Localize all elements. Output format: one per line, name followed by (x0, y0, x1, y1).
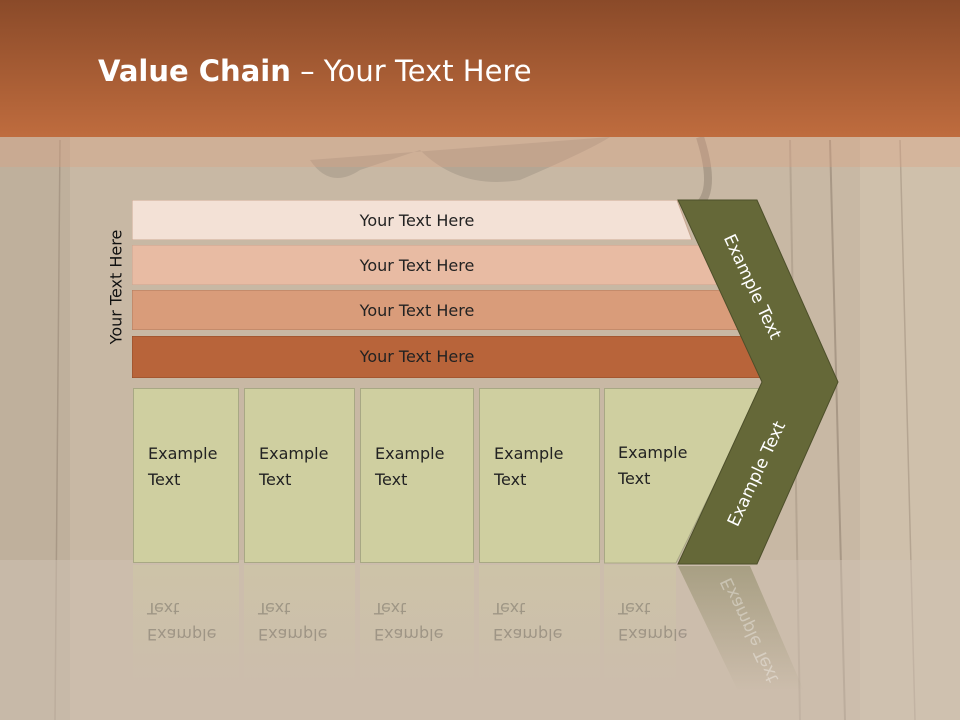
activity-box-5: Example Text (604, 388, 688, 563)
title-bold: Value Chain (98, 54, 291, 88)
reflection-box-5-label: Example Text (618, 599, 688, 644)
activity-box-2: Example Text (244, 388, 355, 563)
reflection-box-1: Example Text (133, 565, 239, 685)
activity-box-5-label: Example Text (618, 443, 688, 488)
reflection-box-5: Example Text (604, 565, 687, 685)
activity-box-5-shape (604, 388, 763, 564)
support-bar-1-label: Your Text Here (359, 210, 475, 230)
reflection-box-2: Example Text (244, 565, 355, 685)
support-bar-1-shape (132, 200, 693, 240)
activity-box-4-label: Example Text (494, 444, 564, 489)
header-banner (0, 0, 960, 137)
activity-box-1: Example Text (133, 388, 239, 563)
support-bar-4-label: Your Text Here (359, 346, 475, 366)
reflection-box-2-label: Example Text (258, 599, 328, 644)
page-title: Value Chain – Your Text Here (98, 54, 532, 88)
support-bar-2-shape (132, 245, 718, 285)
activity-box-4: Example Text (479, 388, 600, 563)
activity-box-3-label: Example Text (375, 444, 445, 489)
reflection-box-4: Example Text (479, 565, 600, 685)
activity-box-2-label: Example Text (259, 444, 329, 489)
activity-box-3: Example Text (360, 388, 474, 563)
support-bar-3-shape (132, 290, 740, 330)
activity-box-1-label: Example Text (148, 444, 218, 489)
title-rest: – Your Text Here (290, 54, 532, 88)
chevron-shape (677, 199, 839, 565)
margin-chevron (677, 199, 839, 565)
support-bar-3-label: Your Text Here (359, 300, 475, 320)
reflection-box-3-label: Example Text (374, 599, 444, 644)
reflection-box-3: Example Text (360, 565, 474, 685)
reflection-chevron (678, 566, 804, 691)
header-band (0, 137, 960, 167)
vertical-label-text: Your Text Here (106, 229, 126, 345)
reflection-box-1-label: Example Text (147, 599, 217, 644)
support-bar-4-shape (132, 336, 765, 378)
reflection-box-4-label: Example Text (493, 599, 563, 644)
support-bar-2-label: Your Text Here (359, 255, 475, 275)
